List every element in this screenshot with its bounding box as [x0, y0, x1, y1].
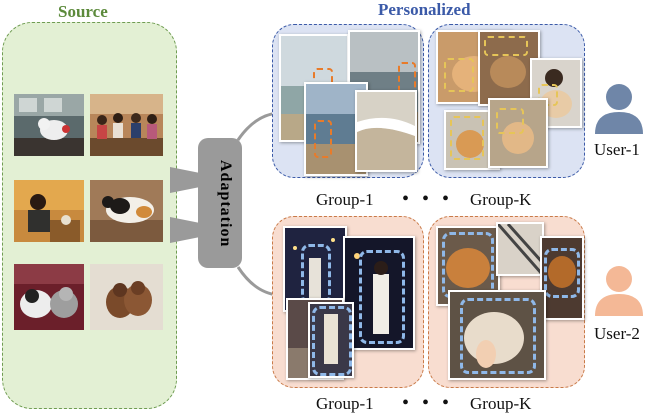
- user1-groupk-label: Group-K: [470, 190, 532, 209]
- user2-ellipsis: • • •: [402, 392, 454, 414]
- source-photo-cat-window: [14, 94, 84, 156]
- source-photo-dogs-bed: [90, 264, 163, 330]
- user1-gk-photo-dog-c: [530, 58, 582, 128]
- user2-g1-photo-night-d: [308, 302, 354, 378]
- user2-gk-photo-dog-d: [448, 290, 546, 380]
- personalized-title: Personalized: [378, 0, 471, 19]
- user1-gk-photo-dog-e: [488, 98, 548, 168]
- user1-group1-label: Group-1: [316, 190, 374, 209]
- user2-avatar-icon: [595, 266, 643, 316]
- source-photo-cat-dog: [14, 264, 84, 330]
- user2-g1-photo-night-b: [343, 236, 415, 350]
- source-photo-woman-table: [14, 180, 84, 242]
- user2-gk-photo-dog-c: [540, 236, 584, 320]
- user2-g1-photo-night-a: [283, 226, 347, 312]
- user2-label: User-2: [594, 324, 640, 343]
- source-photo-friends: [90, 94, 163, 156]
- user1-avatar-icon: [595, 84, 643, 134]
- user2-groupk-label: Group-K: [470, 394, 532, 413]
- source-photo-cat-bed: [90, 180, 163, 242]
- source-title: Source: [58, 2, 108, 21]
- adaptation-label: Adaptation: [217, 160, 234, 248]
- user1-gk-photo-dog-b: [478, 30, 540, 106]
- adaptation-block: [198, 138, 242, 268]
- user1-g1-photo-beach-d: [355, 90, 417, 172]
- user1-ellipsis: • • •: [402, 188, 454, 210]
- user2-group1-label: Group-1: [316, 394, 374, 413]
- user1-label: User-1: [594, 140, 640, 159]
- user2-gk-photo-dog-b: [496, 222, 544, 276]
